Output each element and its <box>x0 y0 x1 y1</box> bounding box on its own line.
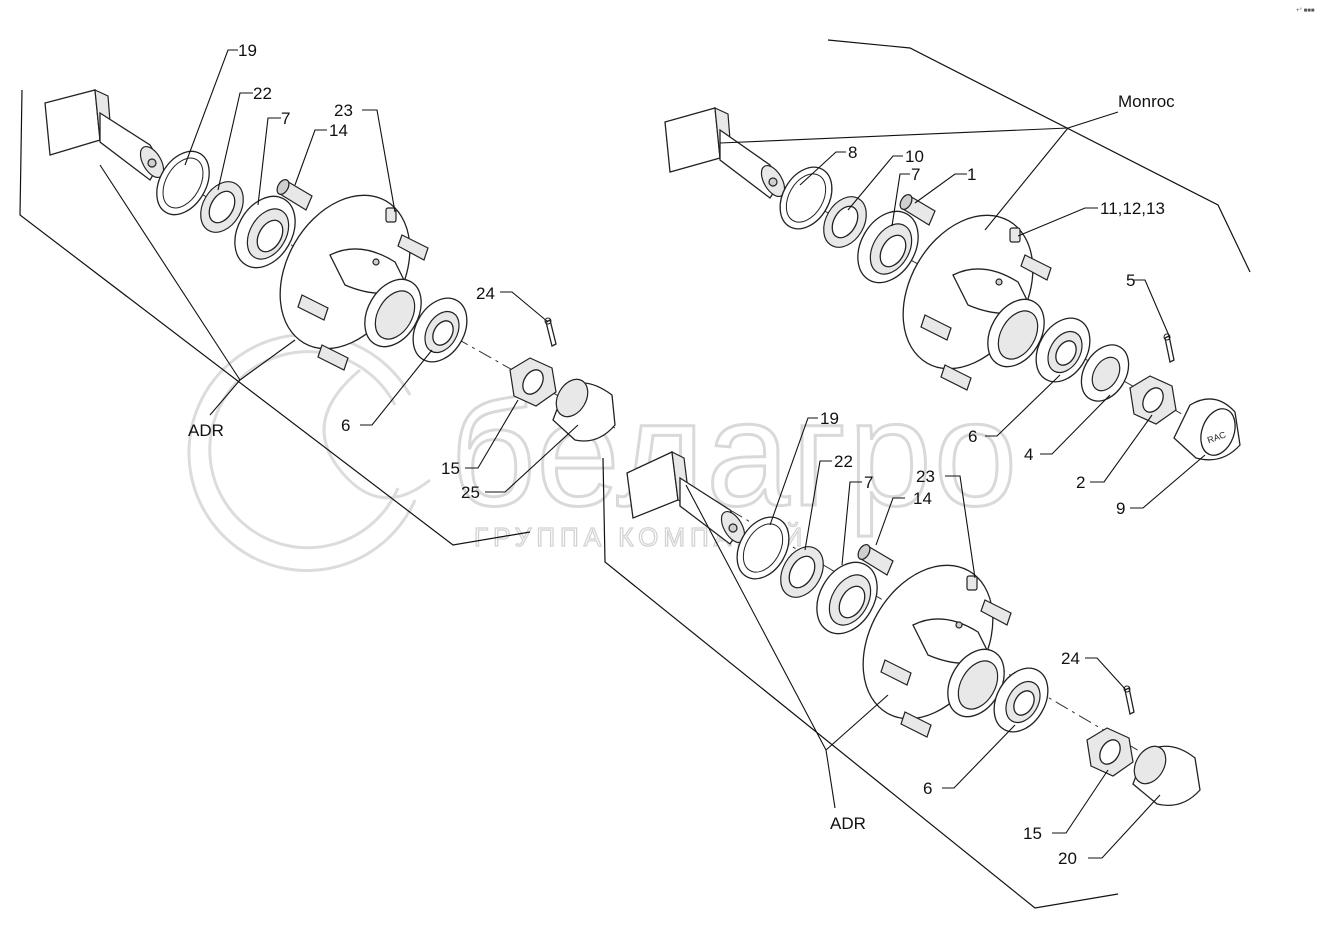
cotter-pin-5-right <box>1163 333 1175 363</box>
hub-lower <box>862 564 1012 738</box>
frame-right <box>827 39 1251 273</box>
spindle-lower <box>626 450 746 545</box>
callout-r-8: 8 <box>848 143 857 162</box>
stud-14-upper-left <box>276 179 313 211</box>
callout-ul-19: 19 <box>238 41 257 60</box>
callout-ul-24: 24 <box>476 284 495 303</box>
callout-r-11-12-13: 11,12,13 <box>1100 199 1165 218</box>
hub-upper-left <box>279 194 429 371</box>
callout-lo-24: 24 <box>1061 649 1080 668</box>
spindle-right <box>664 107 786 199</box>
bearing-6-right <box>1035 317 1091 383</box>
castle-nut-15-upper-left <box>509 357 557 407</box>
hub-right <box>902 214 1052 391</box>
cotter-pin-24-lower <box>1123 685 1135 715</box>
watermark-logo-icon <box>187 333 431 573</box>
group-label-upper-left: ADR <box>188 421 224 440</box>
callout-ul-22: 22 <box>253 84 272 103</box>
callout-ul-23: 23 <box>334 101 353 120</box>
group-label-right: Monroc <box>1118 92 1175 111</box>
cap-9-right: RAC <box>1173 398 1241 461</box>
seal-19-lower <box>736 516 790 580</box>
group-label-lower: ADR <box>830 814 866 833</box>
callout-lo-6: 6 <box>923 779 932 798</box>
washer-22-upper-left <box>200 181 244 233</box>
callout-lo-19: 19 <box>820 409 839 428</box>
bearing-7-upper-left <box>234 195 296 269</box>
callout-ul-14: 14 <box>329 121 348 140</box>
callout-r-4: 4 <box>1024 445 1033 464</box>
frame-lower <box>602 457 1119 909</box>
callout-ul-6: 6 <box>341 416 350 435</box>
cap-20-lower <box>1132 745 1201 807</box>
castle-nut-2-right <box>1129 375 1177 425</box>
stud-14-lower <box>857 544 894 576</box>
callout-r-7: 7 <box>911 165 920 184</box>
callout-r-10: 10 <box>905 147 924 166</box>
cap-25-upper-left <box>552 378 616 442</box>
washer-22-lower <box>780 546 824 598</box>
callout-r-5: 5 <box>1126 271 1135 290</box>
group-frames <box>19 39 1251 909</box>
leader-lines <box>99 49 1206 859</box>
grease-nipple-23-upper-left <box>385 207 397 223</box>
washer-10-right <box>823 196 867 248</box>
callout-r-6: 6 <box>968 427 977 446</box>
callout-lo-15: 15 <box>1023 824 1042 843</box>
bearing-7-right <box>857 210 919 284</box>
assembly-upper-left <box>44 89 616 442</box>
callout-ul-15: 15 <box>441 459 460 478</box>
bearing-6-lower <box>993 667 1049 733</box>
callout-lo-20: 20 <box>1058 849 1077 868</box>
assembly-lower <box>626 450 1201 807</box>
callout-ul-7: 7 <box>281 109 290 128</box>
seal-8-right <box>779 166 833 230</box>
grease-nipple-23-lower <box>966 575 978 591</box>
cotter-pin-24-upper-left <box>544 317 557 347</box>
callout-r-9: 9 <box>1116 499 1125 518</box>
corner-mark: +° ■■■ <box>1296 8 1315 14</box>
callout-lo-22: 22 <box>834 452 853 471</box>
callout-r-2: 2 <box>1076 473 1085 492</box>
assembly-right: RAC <box>664 107 1241 461</box>
stud-1-right <box>899 194 936 226</box>
frame-upper-left <box>19 89 531 546</box>
grease-nipple-11-12-13-right <box>1009 227 1021 243</box>
callout-lo-23: 23 <box>916 467 935 486</box>
washer-4-right <box>1080 344 1130 402</box>
callout-r-1: 1 <box>967 165 976 184</box>
callout-lo-7: 7 <box>864 473 873 492</box>
castle-nut-15-lower <box>1086 727 1134 777</box>
callout-lo-14: 14 <box>913 489 932 508</box>
seal-19-upper-left <box>156 150 210 216</box>
callout-ul-25: 25 <box>461 483 480 502</box>
spindle-upper-left <box>44 89 165 181</box>
callout-labels: 19 22 7 23 14 24 6 15 25 ADR 8 10 7 1 11… <box>188 41 1175 868</box>
bearing-7-lower <box>816 561 878 635</box>
bearing-6-upper-left <box>412 297 468 363</box>
